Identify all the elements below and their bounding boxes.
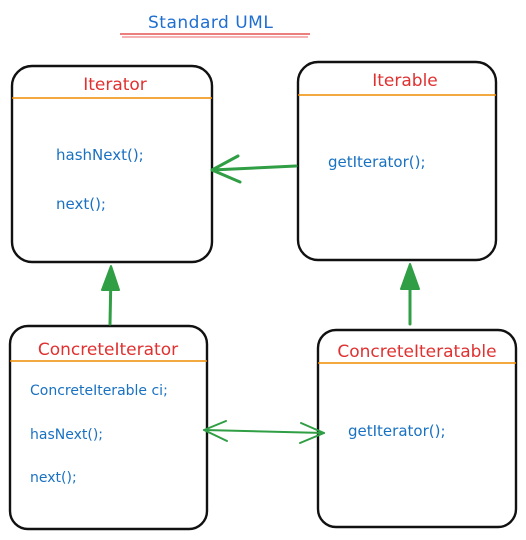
diagram-title: Standard UML <box>148 13 273 33</box>
class-iterable[interactable]: Iterable getIterator(); <box>296 60 498 262</box>
arrow-head <box>400 263 420 290</box>
member-ci-field: ConcreteIterable ci; <box>30 383 168 399</box>
member-hashnext: hashNext(); <box>56 146 144 164</box>
member-hasnext: hasNext(); <box>30 427 103 443</box>
arrow-head <box>210 154 242 184</box>
class-name: Iterable <box>372 71 438 91</box>
arrow-head-right <box>299 422 325 444</box>
arrow-bidirectional-association <box>203 420 325 444</box>
class-box <box>296 60 498 262</box>
class-concrete-iterator[interactable]: ConcreteIterator ConcreteIterable ci; ha… <box>8 324 209 531</box>
member-getiterator: getIterator(); <box>348 422 446 440</box>
arrow-concrete-iteratable-to-iterable <box>400 263 420 326</box>
class-name: Iterator <box>83 75 147 95</box>
class-name: ConcreteIterator <box>38 340 178 360</box>
class-concrete-iteratable[interactable]: ConcreteIteratable getIterator(); <box>316 328 518 529</box>
class-box <box>316 328 518 529</box>
class-name: ConcreteIteratable <box>337 342 496 362</box>
arrow-head <box>101 265 120 291</box>
member-next: next(); <box>56 195 106 213</box>
arrow-line <box>203 429 325 434</box>
arrow-head-left <box>203 420 228 442</box>
class-box <box>8 324 209 531</box>
member-getiterator: getIterator(); <box>328 153 426 171</box>
class-iterator[interactable]: Iterator hashNext(); next(); <box>10 64 214 264</box>
member-next: next(); <box>30 470 77 486</box>
arrow-concrete-iterator-to-iterator <box>101 265 120 326</box>
arrow-iterable-to-iterator <box>210 154 298 184</box>
arrow-line <box>210 164 298 172</box>
class-box <box>10 64 214 264</box>
